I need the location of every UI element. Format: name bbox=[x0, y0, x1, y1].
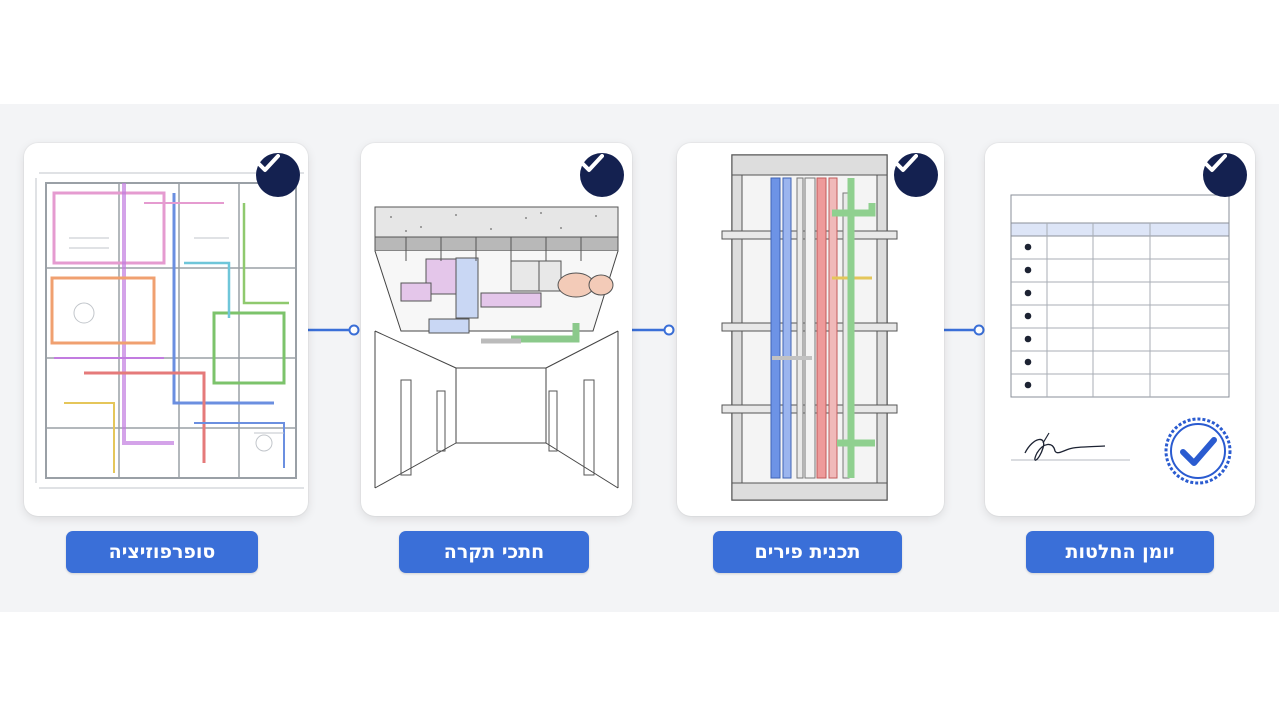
step-label-superposition[interactable]: סופרפוזיציה bbox=[66, 531, 258, 573]
card-ceiling-sections[interactable] bbox=[361, 143, 632, 516]
completed-check-icon bbox=[580, 153, 624, 197]
completed-check-icon bbox=[894, 153, 938, 197]
ceiling-section-drawing bbox=[374, 206, 619, 489]
step-label-decision-log[interactable]: יומן החלטות bbox=[1026, 531, 1214, 573]
card-shaft-plan[interactable] bbox=[677, 143, 944, 516]
step-label-ceiling-sections[interactable]: חתכי תקרה bbox=[399, 531, 589, 573]
completed-check-icon bbox=[256, 153, 300, 197]
completed-check-icon bbox=[1203, 153, 1247, 197]
card-decision-log[interactable] bbox=[985, 143, 1255, 516]
connector-3-4 bbox=[944, 324, 985, 336]
approval-stamp-icon bbox=[1164, 417, 1232, 485]
card-superposition[interactable] bbox=[24, 143, 308, 516]
connector-2-3 bbox=[632, 324, 675, 336]
connector-1-2 bbox=[308, 324, 360, 336]
floor-plan-superposition-drawing bbox=[35, 172, 304, 489]
step-label-shaft-plan[interactable]: תכנית פירים bbox=[713, 531, 902, 573]
shaft-plan-drawing bbox=[721, 154, 898, 501]
decision-log-table bbox=[1010, 194, 1230, 461]
